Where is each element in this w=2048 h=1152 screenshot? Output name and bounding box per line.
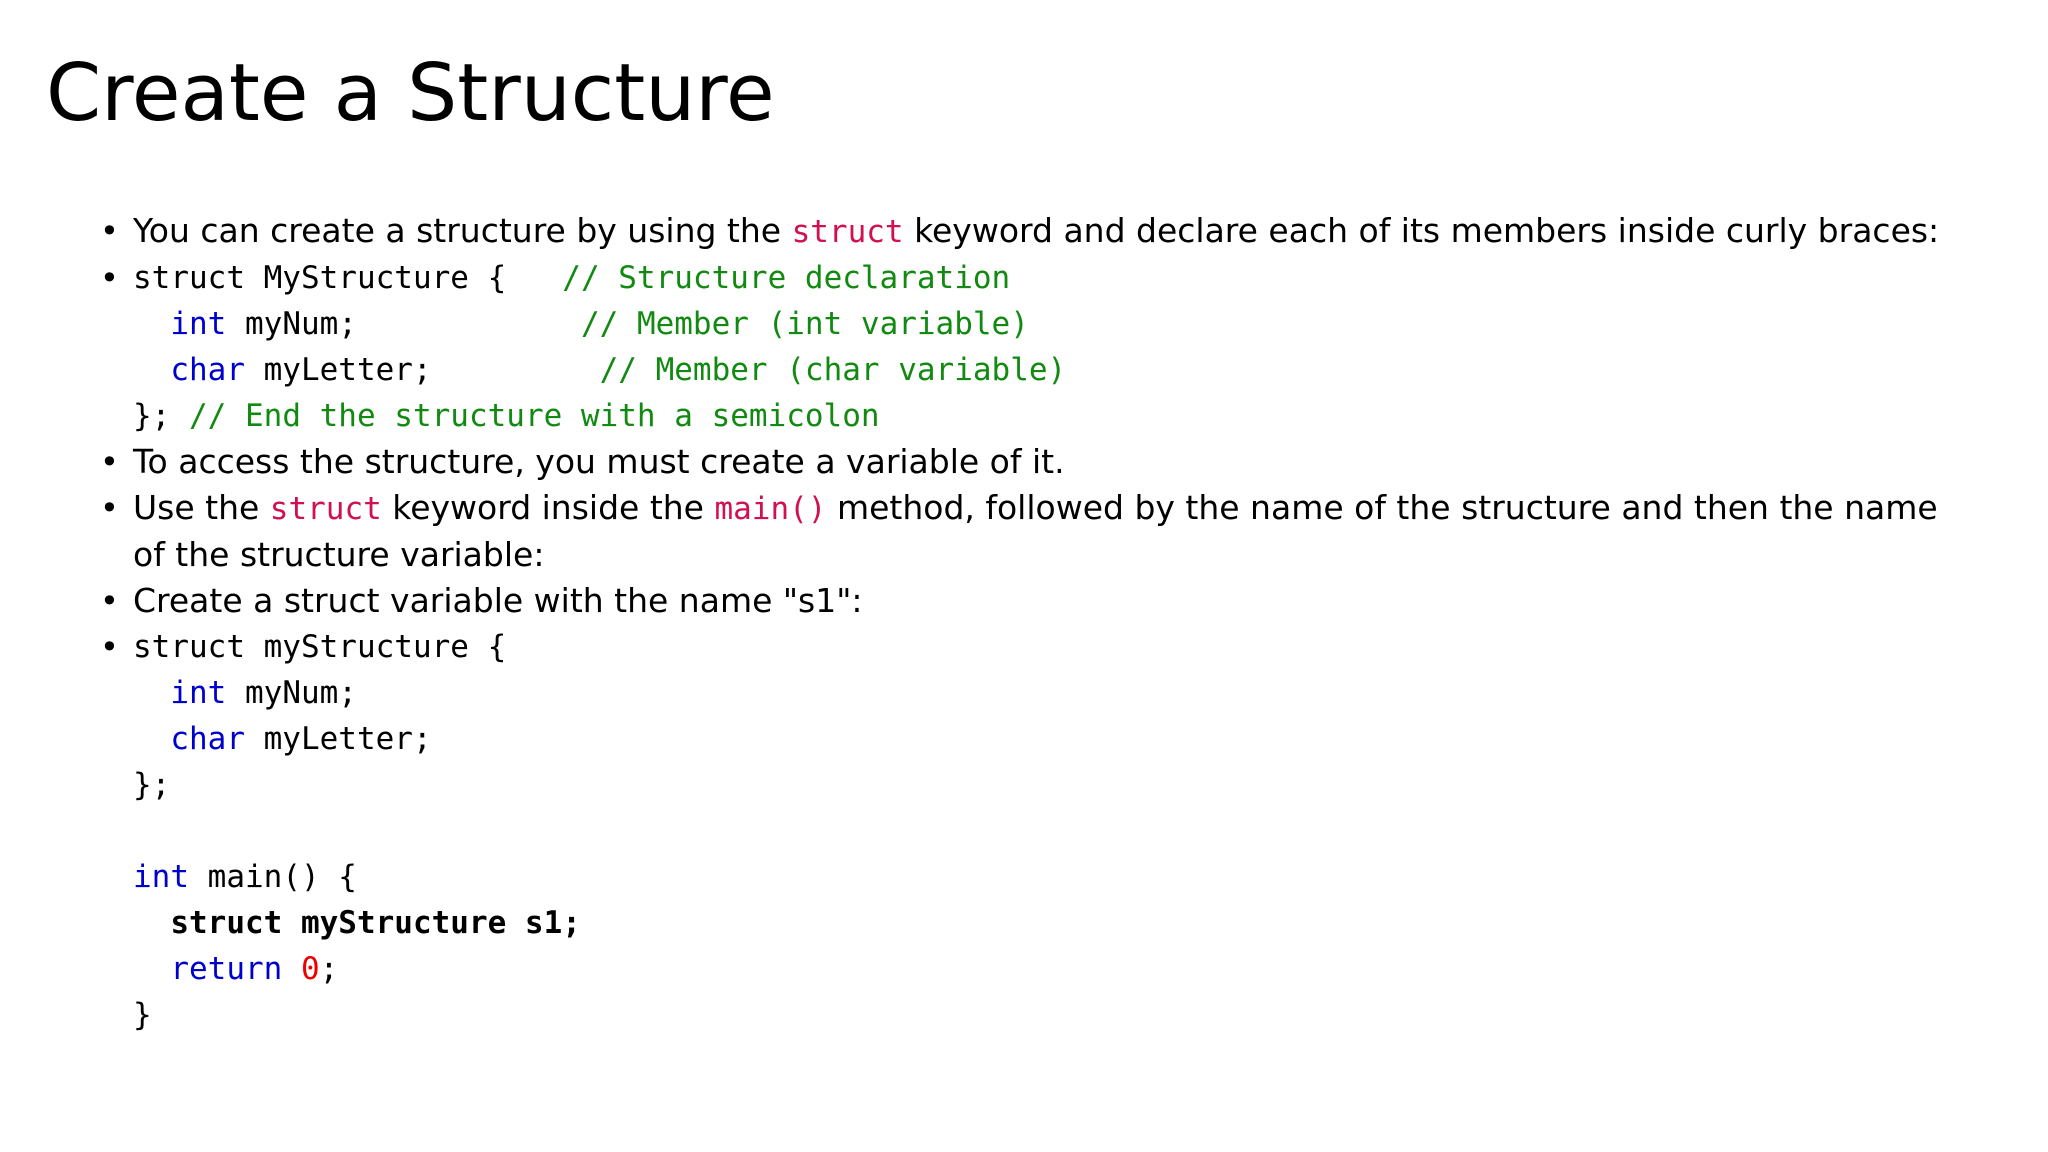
code-block-one: struct MyStructure { // Structure declar…	[133, 255, 1968, 301]
code-token-plain: };	[133, 398, 171, 434]
inline-code-main: main()	[714, 491, 827, 527]
code-line: int myNum; // Member (int variable)	[88, 301, 1968, 347]
list-item-code-block: • struct MyStructure { // Structure decl…	[88, 255, 1968, 301]
code-token-keyword: int	[170, 675, 227, 711]
code-indent	[133, 352, 170, 388]
list-item-text: Create a struct variable with the name "…	[133, 581, 863, 620]
code-block-two: struct myStructure {	[133, 624, 1968, 670]
code-token-comment: // Structure declaration	[562, 260, 1011, 296]
code-line: return 0;	[88, 946, 1968, 992]
code-token-keyword: int	[170, 306, 227, 342]
code-indent	[133, 306, 170, 342]
list-item: • You can create a structure by using th…	[88, 208, 1968, 255]
list-item-text: You can create a structure by using the …	[133, 208, 1968, 255]
code-line: };	[133, 767, 171, 803]
code-token-plain: main() {	[189, 859, 357, 895]
code-line: struct myStructure {	[133, 629, 507, 665]
code-token-plain: myLetter;	[244, 352, 432, 388]
list-item-text: Use the struct keyword inside the main()…	[133, 485, 1968, 578]
bullet-glyph: •	[100, 259, 119, 297]
code-line: }; // End the structure with a semicolon	[88, 393, 1968, 439]
inline-code-struct: struct	[269, 491, 382, 527]
text-fragment: You can create a structure by using the	[133, 211, 792, 250]
code-indent	[133, 721, 170, 757]
bullet-glyph: •	[100, 212, 119, 250]
code-token-keyword: char	[170, 352, 245, 388]
list-item: • To access the structure, you must crea…	[88, 439, 1968, 485]
code-token-bold-declaration: struct myStructure s1;	[133, 905, 581, 941]
text-fragment: keyword and declare each of its members …	[903, 211, 1940, 250]
list-item-text: To access the structure, you must create…	[133, 442, 1065, 481]
list-item-code-block: • struct myStructure {	[88, 624, 1968, 670]
code-line: char myLetter;	[88, 716, 1968, 762]
code-token-gap	[506, 260, 562, 296]
code-line: int main() {	[88, 854, 1968, 900]
code-line: struct myStructure s1;	[88, 900, 1968, 946]
code-token-comment: // End the structure with a semicolon	[189, 398, 880, 434]
inline-code-struct: struct	[791, 214, 904, 250]
code-token-keyword: char	[170, 721, 245, 757]
code-token-comment: // Member (int variable)	[580, 306, 1029, 342]
text-fragment: keyword inside the	[381, 488, 715, 527]
code-token-number: 0	[300, 951, 320, 987]
code-token-plain: struct MyStructure {	[133, 260, 507, 296]
code-indent	[133, 675, 170, 711]
code-token-keyword: return	[133, 951, 301, 987]
code-token-keyword: int	[133, 859, 189, 895]
list-item: • Create a struct variable with the name…	[88, 578, 1968, 624]
bullet-glyph: •	[100, 582, 119, 620]
list-item: • Use the struct keyword inside the main…	[88, 485, 1968, 578]
code-token-comment: // Member (char variable)	[599, 352, 1067, 388]
page-title: Create a Structure	[46, 47, 775, 139]
bullet-glyph: •	[100, 489, 119, 527]
code-token-gap	[432, 352, 600, 388]
slide-body: • You can create a structure by using th…	[88, 208, 1968, 1038]
code-line: int myNum;	[88, 670, 1968, 716]
bullet-glyph: •	[100, 443, 119, 481]
code-line: char myLetter; // Member (char variable)	[88, 347, 1968, 393]
code-token-gap	[170, 398, 189, 434]
code-token-plain: myNum;	[226, 675, 357, 711]
code-token-plain: myNum;	[226, 306, 357, 342]
code-token-gap	[357, 306, 581, 342]
code-line: struct MyStructure { // Structure declar…	[133, 260, 1010, 296]
bullet-glyph: •	[100, 628, 119, 666]
code-line: }	[133, 997, 152, 1033]
text-fragment: Use the	[133, 488, 270, 527]
code-line-blank	[88, 808, 1968, 854]
text-fragment: method, followed by the name of the stru…	[133, 488, 1938, 574]
code-token-plain: myLetter;	[244, 721, 432, 757]
code-token-plain: ;	[319, 951, 339, 987]
